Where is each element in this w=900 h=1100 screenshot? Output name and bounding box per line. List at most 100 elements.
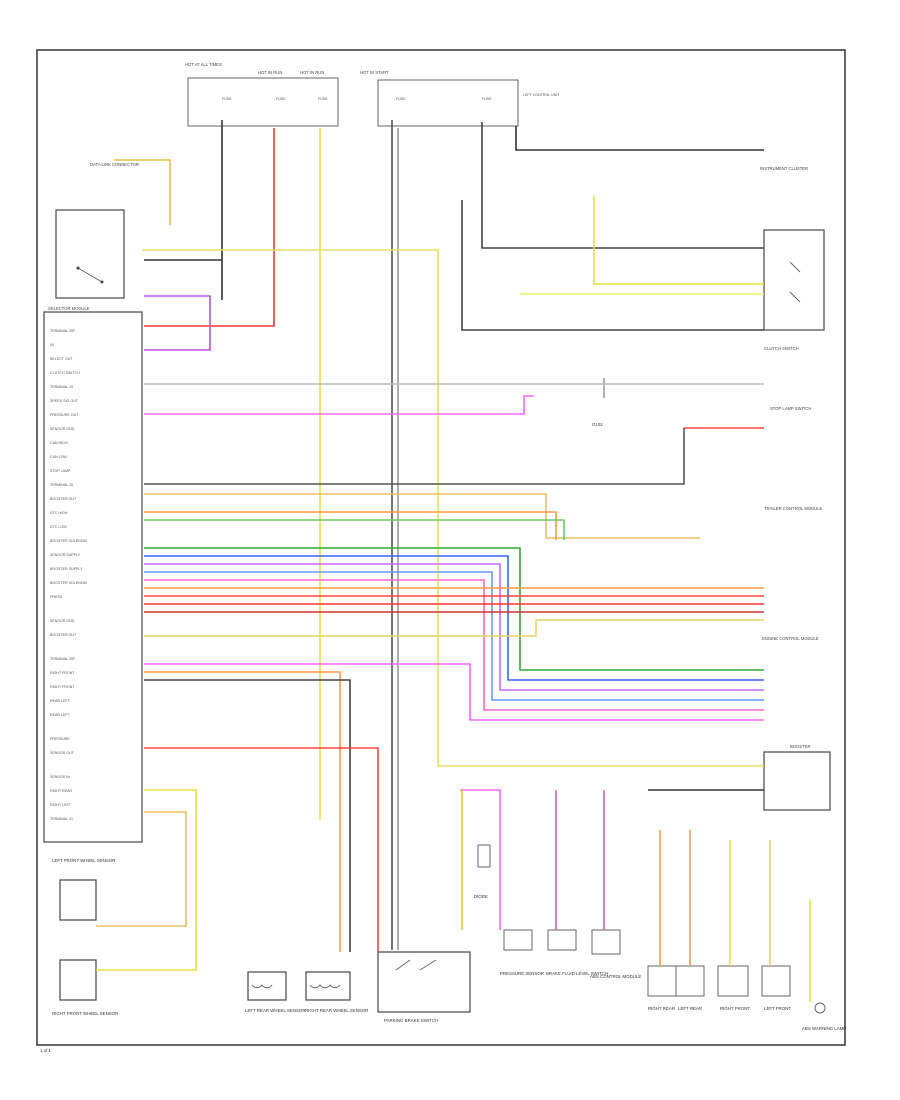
selector-pin-label: SENSOR OUT xyxy=(50,751,75,755)
selector-pin-label: SENSOR GND xyxy=(50,427,75,431)
selector-pin-label: SELECT OUT xyxy=(50,357,73,361)
trailer-label: TRAILER CONTROL MODULE xyxy=(764,506,822,511)
wire-tan-trailer xyxy=(144,493,700,539)
instrument-cluster-label: INSTRUMENT CLUSTER xyxy=(760,166,808,171)
selector-pin-label: TERMINAL 15 xyxy=(50,483,73,487)
wire-yellow-lf xyxy=(96,789,197,971)
rr-sensor-label: RIGHT REAR WHEEL SENSOR xyxy=(305,1008,368,1013)
abs-warning-lamp: ABS WARNING LAMP xyxy=(802,1002,846,1031)
selector-pin-label: DTC HIGH xyxy=(50,511,68,515)
booster: BOOSTER xyxy=(763,744,831,811)
svg-text:FUSE: FUSE xyxy=(396,97,406,101)
brake-fluid-label: BRAKE FLUID LEVEL SWITCH xyxy=(546,971,608,976)
wire-to-cluster xyxy=(515,126,764,151)
selector-pin-label: SENSOR GND xyxy=(50,619,75,623)
clutch-switch: CLUTCH SWITCH xyxy=(763,229,825,351)
selector-pin-label: PRESSURE OUT xyxy=(50,413,79,417)
wire-red-power xyxy=(144,128,275,327)
pressure-sensor-label: PRESSURE SENSOR xyxy=(500,971,544,976)
lf-sensor-label: LEFT FRONT WHEEL SENSOR xyxy=(52,858,115,863)
svg-text:LEFT REAR: LEFT REAR xyxy=(678,1006,702,1011)
rear-sensor-row: RIGHT REAR LEFT REAR RIGHT FRONT LEFT FR… xyxy=(647,965,791,1011)
selector-pin-label: PRESS xyxy=(50,595,63,599)
selector-pin-label: STOP LAMP xyxy=(50,469,71,473)
selector-pin-label: CLUTCH SWITCH xyxy=(50,371,80,375)
wire-black-lower xyxy=(144,679,351,952)
wire-pink xyxy=(144,395,534,415)
left-front-wheel-sensor: LEFT FRONT WHEEL SENSOR xyxy=(52,858,115,921)
selector-pin-label: TERMINAL 30F xyxy=(50,657,76,661)
page-number: 1 of 1 xyxy=(40,1048,52,1053)
wire-pink-lower xyxy=(144,663,764,721)
abs-module-label: ABS CONTROL MODULE xyxy=(590,974,641,979)
selector-pin-label: PRESSURE xyxy=(50,737,70,741)
selector-pin-label: BOOSTER SUPPLY xyxy=(50,567,83,571)
wire-orange-trailer xyxy=(144,511,557,540)
svg-text:RIGHT FRONT: RIGHT FRONT xyxy=(720,1006,750,1011)
selector-pin-label: CAN LOW xyxy=(50,455,67,459)
wire-orange-lower xyxy=(144,671,341,952)
selector-pin-label: BOOSTER OUT xyxy=(50,497,77,501)
booster-label: BOOSTER xyxy=(790,744,810,749)
selector-pin-label: BOOSTER OUT xyxy=(50,633,77,637)
data-link-label: DATA LINK CONNECTOR xyxy=(90,162,139,167)
parking-brake-label: PARKING BRAKE SWITCH xyxy=(384,1018,438,1023)
diagram-frame xyxy=(36,49,846,1046)
fuse-label-right: HOT AT ALL TIMES xyxy=(185,62,222,67)
wire-red-lower xyxy=(144,747,379,952)
selector-pin-label: RIGHT REAR xyxy=(50,789,73,793)
wire-pink-ecm xyxy=(144,579,764,711)
wire-black-clutch-2 xyxy=(461,200,764,331)
wire-blue-ecm xyxy=(144,555,764,681)
selector-pin-label: TERMINAL 15 xyxy=(50,385,73,389)
wire-tan-lf xyxy=(96,811,187,927)
lamp-label: ABS WARNING LAMP xyxy=(802,1026,846,1031)
selector-pin-label: SPEED SIG OUT xyxy=(50,399,79,403)
selector-pin-label: BOOSTER SOLENOID xyxy=(50,539,88,543)
brake-fluid-switch: BRAKE FLUID LEVEL SWITCH xyxy=(546,929,608,976)
selector-pin-label: RIGHT FRONT xyxy=(50,685,75,689)
svg-text:FUSE: FUSE xyxy=(276,97,286,101)
wire-green-trailer xyxy=(144,519,565,540)
pressure-sensor: PRESSURE SENSOR xyxy=(500,929,544,976)
clutch-switch-label: CLUTCH SWITCH xyxy=(764,346,799,351)
abs-module: ABS CONTROL MODULE xyxy=(590,929,641,979)
engine-control-module: ENGINE CONTROL MODULE xyxy=(762,636,819,641)
selector-pin-label: CAN HIGH xyxy=(50,441,68,445)
wire-green-ecm xyxy=(144,547,764,671)
selector-pin-label: RIGHT FRONT xyxy=(50,671,75,675)
wire-yellow-booster xyxy=(142,249,764,767)
wire-violet-loop xyxy=(144,295,211,351)
lr-sensor-label: LEFT REAR WHEEL SENSOR xyxy=(245,1008,306,1013)
wire-harness xyxy=(96,120,811,1002)
right-rear-wheel-sensor: RIGHT REAR WHEEL SENSOR xyxy=(305,971,368,1013)
ground-symbol: G102 xyxy=(592,378,605,427)
trailer-control-module: TRAILER CONTROL MODULE xyxy=(764,506,822,511)
selector-pin-label: SENSOR IN xyxy=(50,775,70,779)
wire-yellow-dlc xyxy=(114,159,171,225)
selector-pin-label: BOOSTER SOLENOID xyxy=(50,581,88,585)
wire-yellow-ecm xyxy=(144,619,764,637)
left-rear-wheel-sensor: LEFT REAR WHEEL SENSOR xyxy=(245,971,306,1013)
svg-text:LEFT FRONT: LEFT FRONT xyxy=(764,1006,791,1011)
right-front-wheel-sensor: RIGHT FRONT WHEEL SENSOR xyxy=(52,959,118,1016)
selector-pin-label: DTC LOW xyxy=(50,525,67,529)
instrument-cluster: INSTRUMENT CLUSTER xyxy=(760,166,808,171)
data-link-connector: DATA LINK CONNECTOR xyxy=(55,162,139,299)
svg-text:RIGHT REAR: RIGHT REAR xyxy=(648,1006,675,1011)
wire-violet-ecm xyxy=(144,563,764,691)
fuse-label-mid-1: HOT IN RUN xyxy=(258,70,282,75)
stop-lamp-label: STOP LAMP SWITCH xyxy=(770,406,811,411)
selector-pin-label: RIGHT LEFT xyxy=(50,803,72,807)
svg-text:FUSE: FUSE xyxy=(482,97,492,101)
selector-module-label: SELECTOR MODULE xyxy=(48,306,90,311)
wire-pink-pressure xyxy=(460,789,501,930)
selector-pin-label: REAR LEFT xyxy=(50,699,71,703)
wire-black-clutch xyxy=(481,122,764,249)
power-distribution: HOT AT ALL TIMES HOT IN RUN HOT IN RUN H… xyxy=(185,62,560,127)
rf-sensor-label: RIGHT FRONT WHEEL SENSOR xyxy=(52,1011,118,1016)
fuse-label-mid-2: HOT IN RUN xyxy=(300,70,324,75)
ground-label: G102 xyxy=(592,422,603,427)
